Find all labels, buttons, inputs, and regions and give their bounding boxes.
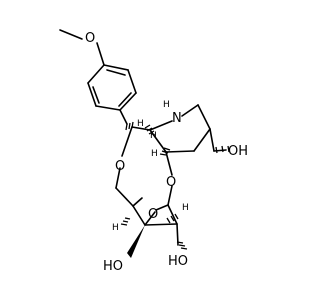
hydroxyl-bottom-left-label: HO — [103, 259, 123, 274]
stereo-h-label: H — [150, 131, 157, 141]
nh-hydrogen-label: H — [163, 100, 170, 110]
ring-oxygen-mid-label: O — [148, 207, 158, 222]
stereo-h-label: H — [112, 223, 119, 233]
benzene-ring — [87, 64, 137, 125]
stereo-hydrogen-labels: H H H H H — [112, 119, 189, 233]
methoxy-oxygen-label: O — [85, 31, 95, 46]
stereo-h-label: H — [137, 119, 144, 129]
stereo-h-label: H — [151, 149, 158, 159]
ring-oxygen-right-label: O — [166, 175, 176, 190]
hydroxyl-bottom-right-label: HO — [168, 254, 188, 269]
methoxy-group: O — [59, 29, 105, 66]
molecule-structure: O — [59, 29, 248, 274]
ring-bonds — [115, 104, 227, 246]
hydroxyl-right-label: OH — [228, 144, 248, 159]
nitrogen-label: N — [172, 111, 182, 126]
ring-oxygen-left-label: O — [115, 159, 125, 174]
atom-labels: O O O N H OH HO HO — [103, 100, 248, 274]
stereo-h-label: H — [182, 203, 189, 213]
